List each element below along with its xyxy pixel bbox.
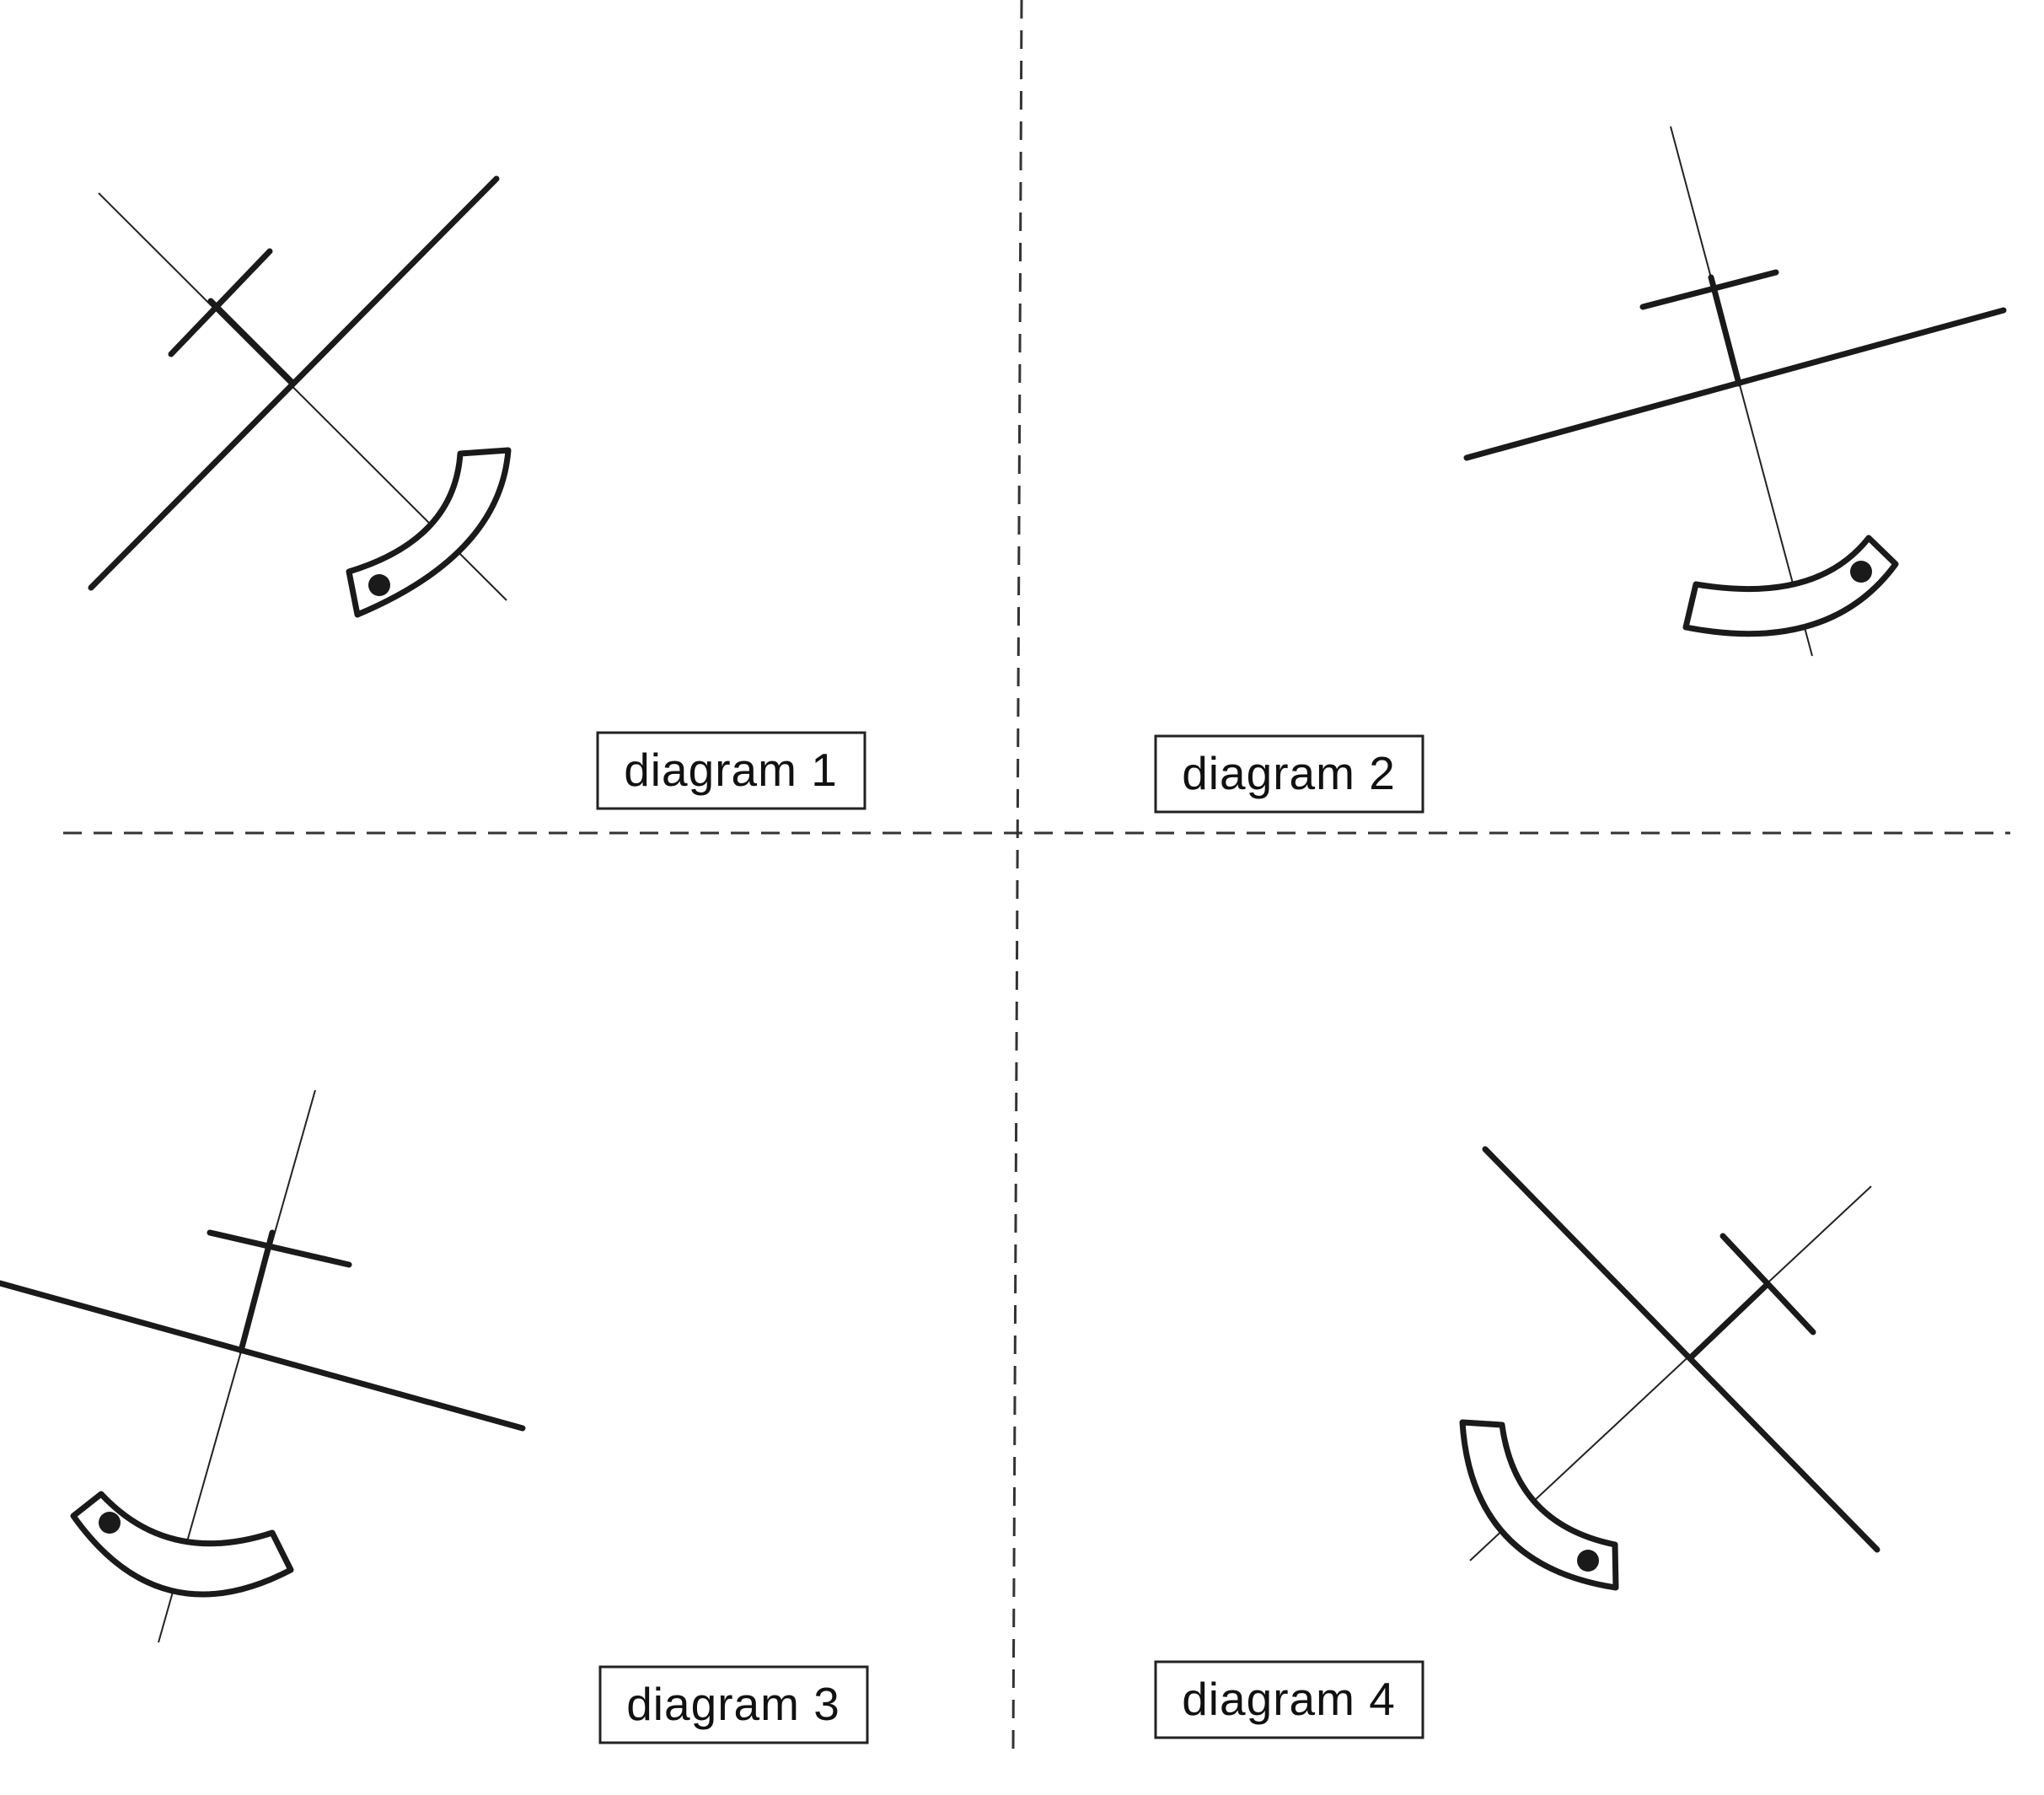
diagram-2-pin-dot: [1850, 561, 1872, 583]
diagram-4-pin-dot: [1577, 1550, 1599, 1572]
diagram-3-pin-dot: [99, 1512, 121, 1534]
diagram-1-stem: [207, 298, 296, 386]
diagram-3-stem: [238, 1229, 276, 1354]
diagram-2-main-bar: [1463, 307, 2007, 461]
diagram-2-arc-piece: [1682, 535, 1899, 637]
diagram-1-label: diagram 1: [624, 744, 838, 796]
diagram-4-stem: [1688, 1282, 1769, 1360]
diagram-3-main-bar: [0, 1280, 526, 1432]
diagram-2-axis-line: [1670, 126, 1813, 657]
diagram-3-label: diagram 3: [626, 1678, 840, 1730]
diagram-2-label: diagram 2: [1182, 747, 1396, 799]
diagram-3-arc-piece: [70, 1491, 294, 1598]
diagram-2-stem: [1708, 274, 1742, 387]
diagram-1-crossbar: [168, 248, 273, 357]
diagram-3: diagram 3: [0, 1089, 869, 1744]
diagram-4-label: diagram 4: [1182, 1673, 1396, 1725]
diagram-4-crossbar: [1719, 1233, 1816, 1336]
diagram-2-crossbar: [1639, 269, 1779, 310]
diagram-1-label-box: [596, 731, 866, 810]
diagram-2-label-box: [1154, 734, 1424, 814]
vertical-divider: [1011, 0, 1023, 1750]
diagram-4-arc-piece: [1459, 1419, 1619, 1591]
diagram-4: diagram 4: [1154, 1146, 1880, 1739]
diagram-3-label-box: [598, 1665, 869, 1744]
diagram-1-arc-piece: [346, 447, 512, 618]
diagram-4-main-bar: [1482, 1146, 1880, 1553]
diagram-3-crossbar: [207, 1229, 352, 1268]
diagram-1: diagram 1: [88, 175, 866, 810]
diagram-4-label-box: [1154, 1660, 1424, 1739]
diagram-1-pin-dot: [368, 574, 390, 596]
diagram-4-axis-line: [1469, 1185, 1872, 1561]
diagram-2: diagram 2: [1154, 126, 2007, 814]
